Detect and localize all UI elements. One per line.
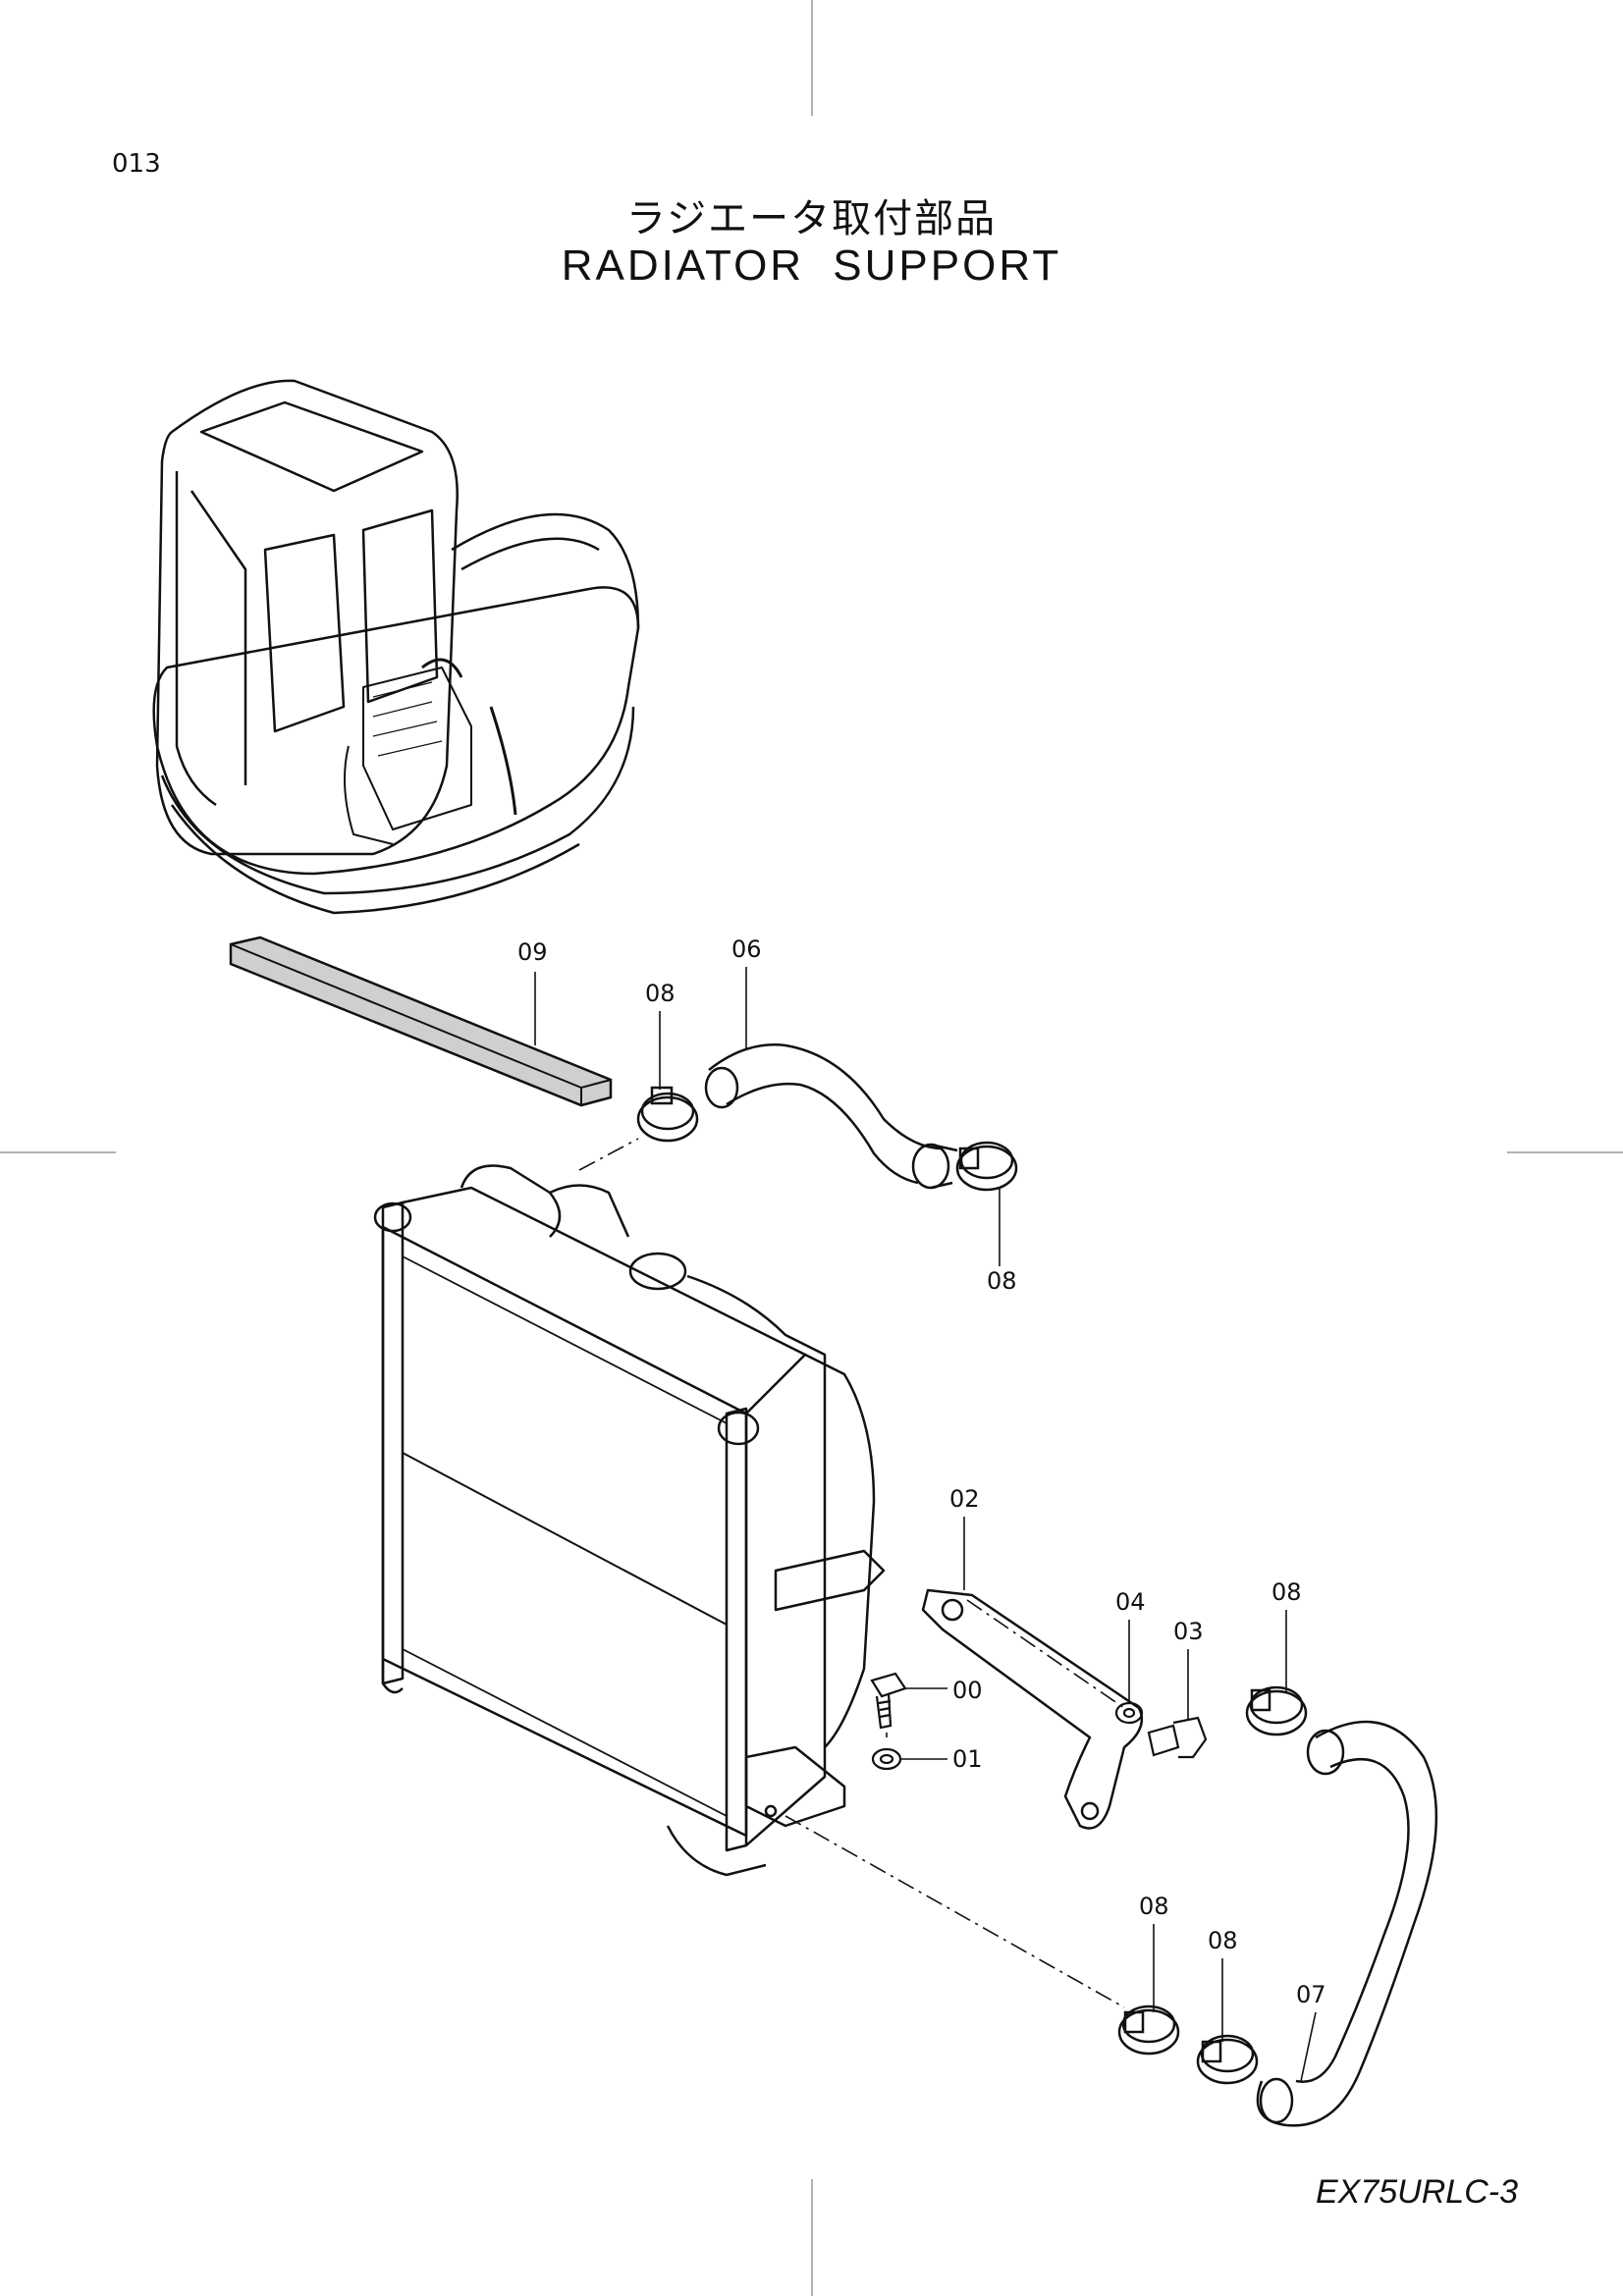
callout-08-upper-right: 08	[987, 1267, 1017, 1295]
callout-09: 09	[517, 938, 548, 966]
part-06-upper-radiator-hose	[704, 1043, 958, 1190]
page-title-english: RADIATOR SUPPORT	[561, 241, 1062, 290]
page-number: 013	[112, 149, 161, 179]
part-09-sponge-seal	[229, 935, 613, 1107]
part-08-hose-clamp-lower-left	[1117, 2004, 1180, 2056]
callout-08-lower-right: 08	[1208, 1927, 1238, 1954]
part-08-hose-clamp-upper-left	[636, 1086, 699, 1143]
callout-08-upper-left: 08	[645, 980, 676, 1007]
part-07-lower-radiator-hose	[1256, 1720, 1438, 2127]
callout-08-lower-left: 08	[1139, 1893, 1169, 1920]
callout-02: 02	[949, 1485, 980, 1513]
part-08-hose-clamp-lower-right	[1196, 2034, 1259, 2085]
callout-06: 06	[731, 935, 762, 963]
page-title-japanese: ラジエータ取付部品	[625, 196, 998, 241]
callout-leader-lines	[534, 967, 1317, 2082]
excavator-overview-illustration	[152, 379, 640, 915]
callout-08-right: 08	[1271, 1578, 1302, 1606]
model-number: EX75URLC-3	[1316, 2173, 1518, 2211]
part-01-washer	[871, 1747, 902, 1771]
assembly-center-lines	[578, 1138, 1125, 2008]
part-03-bolt	[1147, 1716, 1208, 1759]
callout-07: 07	[1296, 1981, 1326, 2008]
callout-03: 03	[1173, 1618, 1204, 1645]
part-08-hose-clamp-upper-right	[955, 1141, 1018, 1192]
callout-00: 00	[952, 1677, 983, 1704]
callout-01: 01	[952, 1745, 983, 1773]
part-00-flange-bolt	[870, 1672, 907, 1730]
callout-04: 04	[1115, 1588, 1146, 1616]
radiator-assembly	[373, 1164, 886, 1877]
part-08-hose-clamp-right	[1245, 1685, 1308, 1736]
part-02-radiator-stay	[921, 1588, 1144, 1830]
